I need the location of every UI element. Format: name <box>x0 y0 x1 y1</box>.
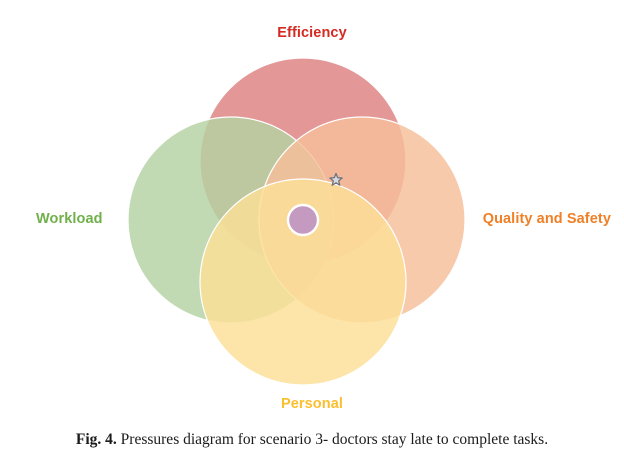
venn-label-efficiency: Efficiency <box>277 25 347 41</box>
venn-diagram-svg <box>127 57 466 386</box>
venn-label-quality-and-safety: Quality and Safety <box>482 211 611 227</box>
center-node-circle[interactable] <box>286 203 320 237</box>
pressure-star-icon[interactable] <box>329 172 343 186</box>
figure-caption-number: Fig. 4. <box>75 431 117 448</box>
venn-label-personal: Personal <box>280 396 344 412</box>
venn-diagram: Efficiency Workload Quality and Safety P… <box>36 25 611 412</box>
figure-caption: Fig. 4. Pressures diagram for scenario 3… <box>0 430 624 449</box>
figure-caption-text: Pressures diagram for scenario 3- doctor… <box>120 431 549 448</box>
venn-circle-personal[interactable] <box>199 178 407 386</box>
venn-circles <box>127 57 466 386</box>
venn-label-workload: Workload <box>36 211 103 227</box>
